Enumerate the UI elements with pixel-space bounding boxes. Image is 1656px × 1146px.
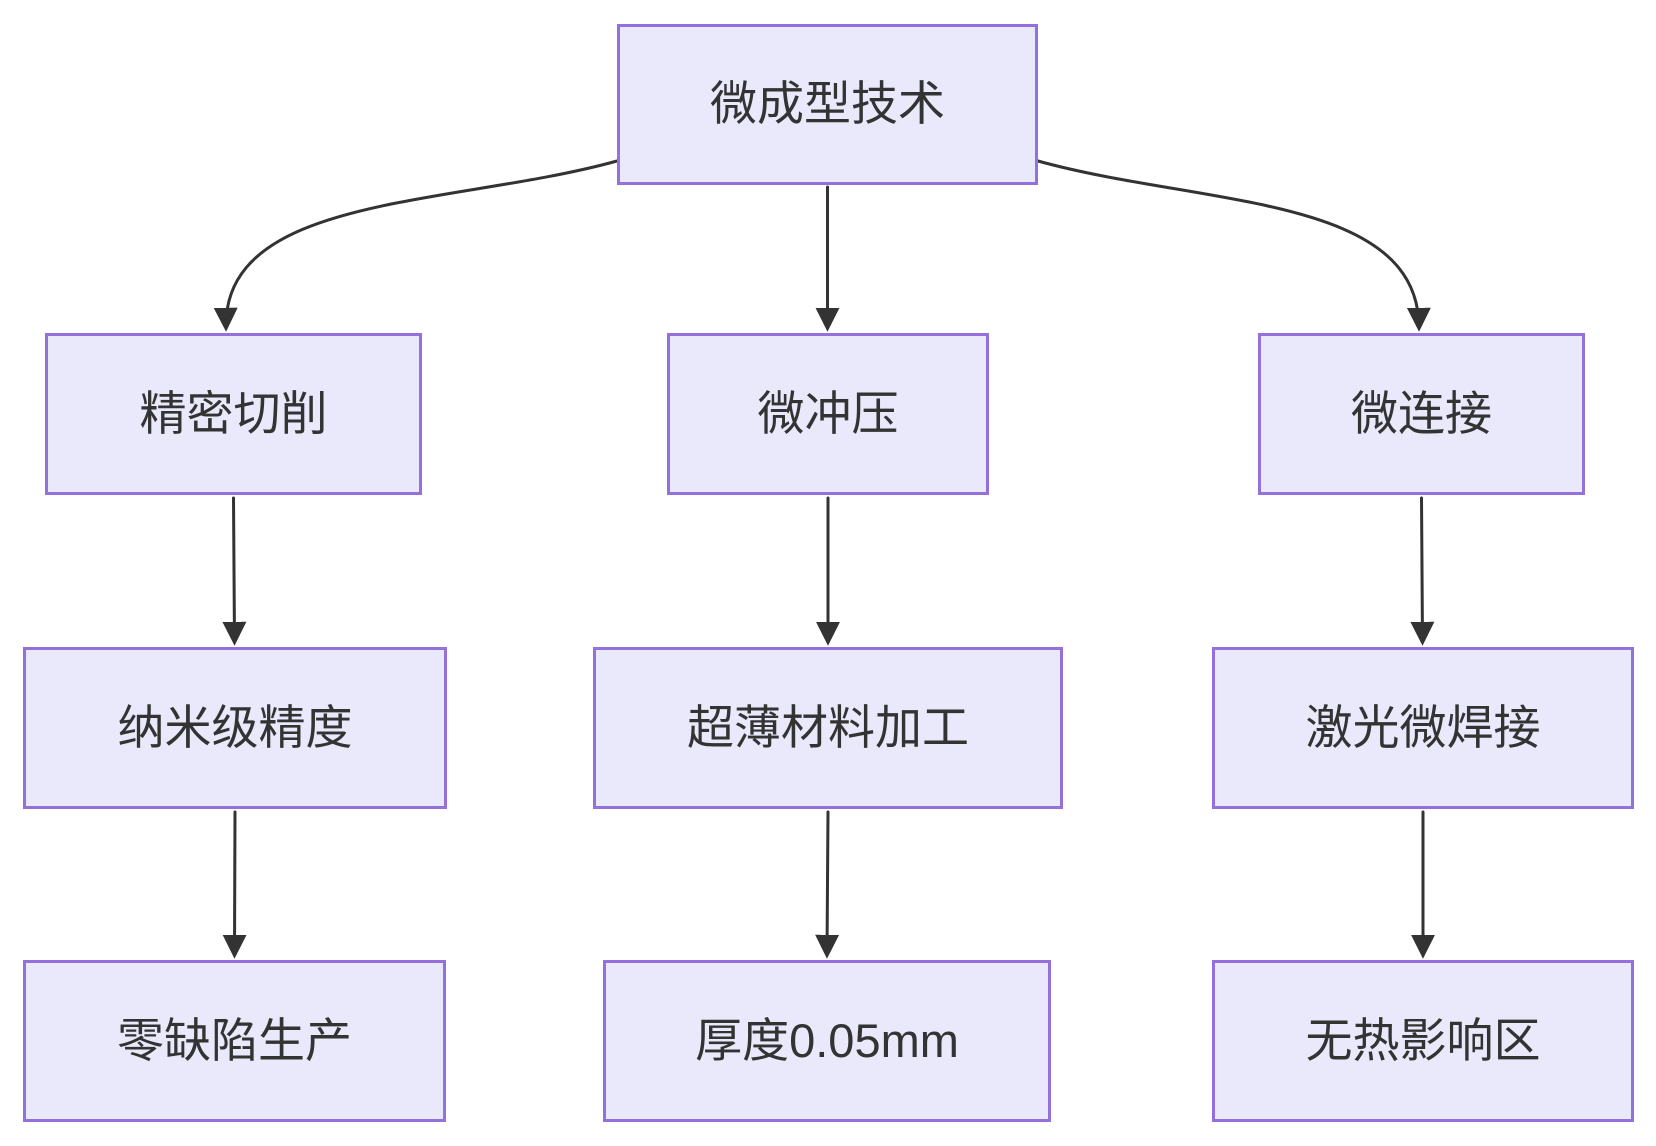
node-micro-stamping-label: 微冲压 [757,386,899,440]
node-nano-precision-label: 纳米级精度 [117,700,353,754]
edge-root-micro-joining [1036,159,1431,332]
node-laser-microwelding-label: 激光微焊接 [1305,700,1541,754]
node-laser-microwelding: 激光微焊接 [1212,647,1634,809]
node-ultrathin-processing-label: 超薄材料加工 [687,700,969,754]
node-no-heat-affected-zone: 无热影响区 [1212,960,1634,1122]
node-ultrathin-processing: 超薄材料加工 [593,647,1063,809]
node-precision-cutting: 精密切削 [45,333,422,495]
node-precision-cutting-label: 精密切削 [139,386,328,440]
edge-precision-cutting-nano-precision [222,496,247,646]
node-micro-joining: 微连接 [1258,333,1585,495]
node-micro-forming-tech: 微成型技术 [617,24,1038,185]
node-no-heat-affected-zone-label: 无热影响区 [1305,1013,1541,1067]
node-thickness-005mm: 厚度0.05mm [603,960,1051,1122]
edge-ultrathin-thickness [815,810,840,959]
node-nano-precision: 纳米级精度 [23,647,447,809]
node-zero-defect: 零缺陷生产 [23,960,446,1122]
node-thickness-005mm-label: 厚度0.05mm [695,1013,959,1067]
edge-micro-joining-laser-welding [1410,496,1435,646]
edge-nano-precision-zero-defect [222,810,247,959]
node-micro-stamping: 微冲压 [667,333,989,495]
node-zero-defect-label: 零缺陷生产 [117,1013,352,1067]
node-micro-joining-label: 微连接 [1351,386,1492,440]
node-micro-forming-tech-label: 微成型技术 [710,77,945,131]
edge-root-precision-cutting [213,159,619,332]
